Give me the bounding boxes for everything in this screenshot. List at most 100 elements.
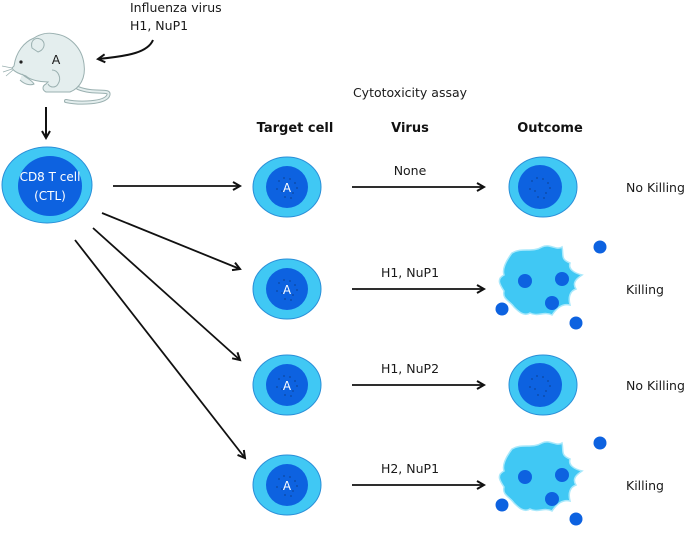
chromatin-dot [537, 196, 539, 198]
chromatin-dot [284, 196, 286, 198]
result-label: Killing [626, 282, 664, 297]
result-label: No Killing [626, 180, 685, 195]
mouse-tail-inner [65, 87, 110, 104]
chromatin-dot [290, 495, 292, 497]
chromatin-dot [294, 284, 296, 286]
chromatin-dot [534, 190, 536, 192]
nuclear-fragment [555, 468, 569, 482]
chromatin-dot [283, 279, 285, 281]
chromatin-dot [292, 192, 294, 194]
chromatin-dot [278, 282, 280, 284]
chromatin-dot [283, 177, 285, 179]
chromatin-dot [289, 280, 291, 282]
chromatin-dot [278, 180, 280, 182]
target-cell: A [252, 258, 322, 320]
chromatin-dot [296, 485, 298, 487]
mouse-label: A [52, 52, 61, 67]
chromatin-dot [296, 385, 298, 387]
target-cell-label: A [283, 283, 292, 297]
chromatin-dot [536, 375, 538, 377]
ctl-to-target-arrow-2 [101, 212, 240, 269]
chromatin-dot [529, 188, 531, 190]
ctl-nucleus [18, 156, 82, 216]
chromatin-dot [294, 182, 296, 184]
chromatin-dot [294, 380, 296, 382]
chromatin-dot [534, 388, 536, 390]
infection-virus-label: Influenza virus [130, 0, 222, 15]
chromatin-dot [543, 197, 545, 199]
ctl-to-target-arrow-3 [92, 227, 240, 360]
chromatin-dot [531, 180, 533, 182]
target-cell-nucleus [266, 464, 308, 506]
chromatin-dot [542, 376, 544, 378]
chromatin-dot [281, 190, 283, 192]
chromatin-dot [545, 390, 547, 392]
virus-label: H1, NuP1 [381, 265, 439, 280]
chromatin-dot [547, 380, 549, 382]
lysed-cell [495, 436, 607, 526]
mouse-ear [31, 37, 45, 53]
chromatin-dot [283, 475, 285, 477]
mouse-illustration: A [1, 32, 111, 105]
nuclear-fragment [518, 470, 532, 484]
chromatin-dot [294, 480, 296, 482]
nuclear-fragment [518, 274, 532, 288]
chromatin-dot [276, 290, 278, 292]
target-cell: A [252, 156, 322, 218]
infection-arrow [98, 39, 154, 59]
chromatin-dot [284, 394, 286, 396]
chromatin-dot [549, 187, 551, 189]
outcome-cell-nucleus [518, 165, 562, 209]
mouse-eye [19, 60, 23, 64]
chromatin-dot [276, 188, 278, 190]
apoptotic-body [593, 240, 607, 254]
target-cell: A [252, 454, 322, 516]
chromatin-dot [278, 478, 280, 480]
target-cell: A [252, 354, 322, 416]
chromatin-dot [284, 298, 286, 300]
target-cell-label: A [283, 181, 292, 195]
chromatin-dot [542, 178, 544, 180]
header-virus: Virus [391, 121, 429, 136]
chromatin-dot [290, 197, 292, 199]
chromatin-dot [549, 385, 551, 387]
assay-title: Cytotoxicity assay [353, 85, 468, 100]
virus-label: H1, NuP2 [381, 361, 439, 376]
target-cell-label: A [283, 479, 292, 493]
chromatin-dot [278, 378, 280, 380]
chromatin-dot [296, 187, 298, 189]
virus-label: H2, NuP1 [381, 461, 439, 476]
result-label: Killing [626, 478, 664, 493]
chromatin-dot [531, 378, 533, 380]
chromatin-dot [537, 394, 539, 396]
target-cell-nucleus [266, 166, 308, 208]
chromatin-dot [296, 289, 298, 291]
chromatin-dot [276, 486, 278, 488]
intact-cell [508, 354, 578, 416]
ctl-cell: CD8 T cell (CTL) [1, 146, 93, 224]
outcome-cell-nucleus [518, 363, 562, 407]
ctl-label-line1: CD8 T cell [20, 170, 81, 184]
chromatin-dot [529, 386, 531, 388]
ctl-to-target-arrow-4 [74, 239, 245, 458]
apoptotic-body [569, 316, 583, 330]
ctl-label-line2: (CTL) [34, 189, 66, 203]
infection-strain-label: H1, NuP1 [130, 18, 188, 33]
assay-row: A None No Killing [252, 156, 685, 218]
header-target-cell: Target cell [257, 121, 334, 136]
chromatin-dot [547, 182, 549, 184]
chromatin-dot [283, 375, 285, 377]
lysed-cell-membrane [498, 245, 584, 316]
mouse-body [11, 32, 85, 93]
virus-label: None [394, 163, 427, 178]
nuclear-fragment [555, 272, 569, 286]
nuclear-fragment [545, 296, 559, 310]
intact-cell [508, 156, 578, 218]
chromatin-dot [281, 388, 283, 390]
apoptotic-body [593, 436, 607, 450]
